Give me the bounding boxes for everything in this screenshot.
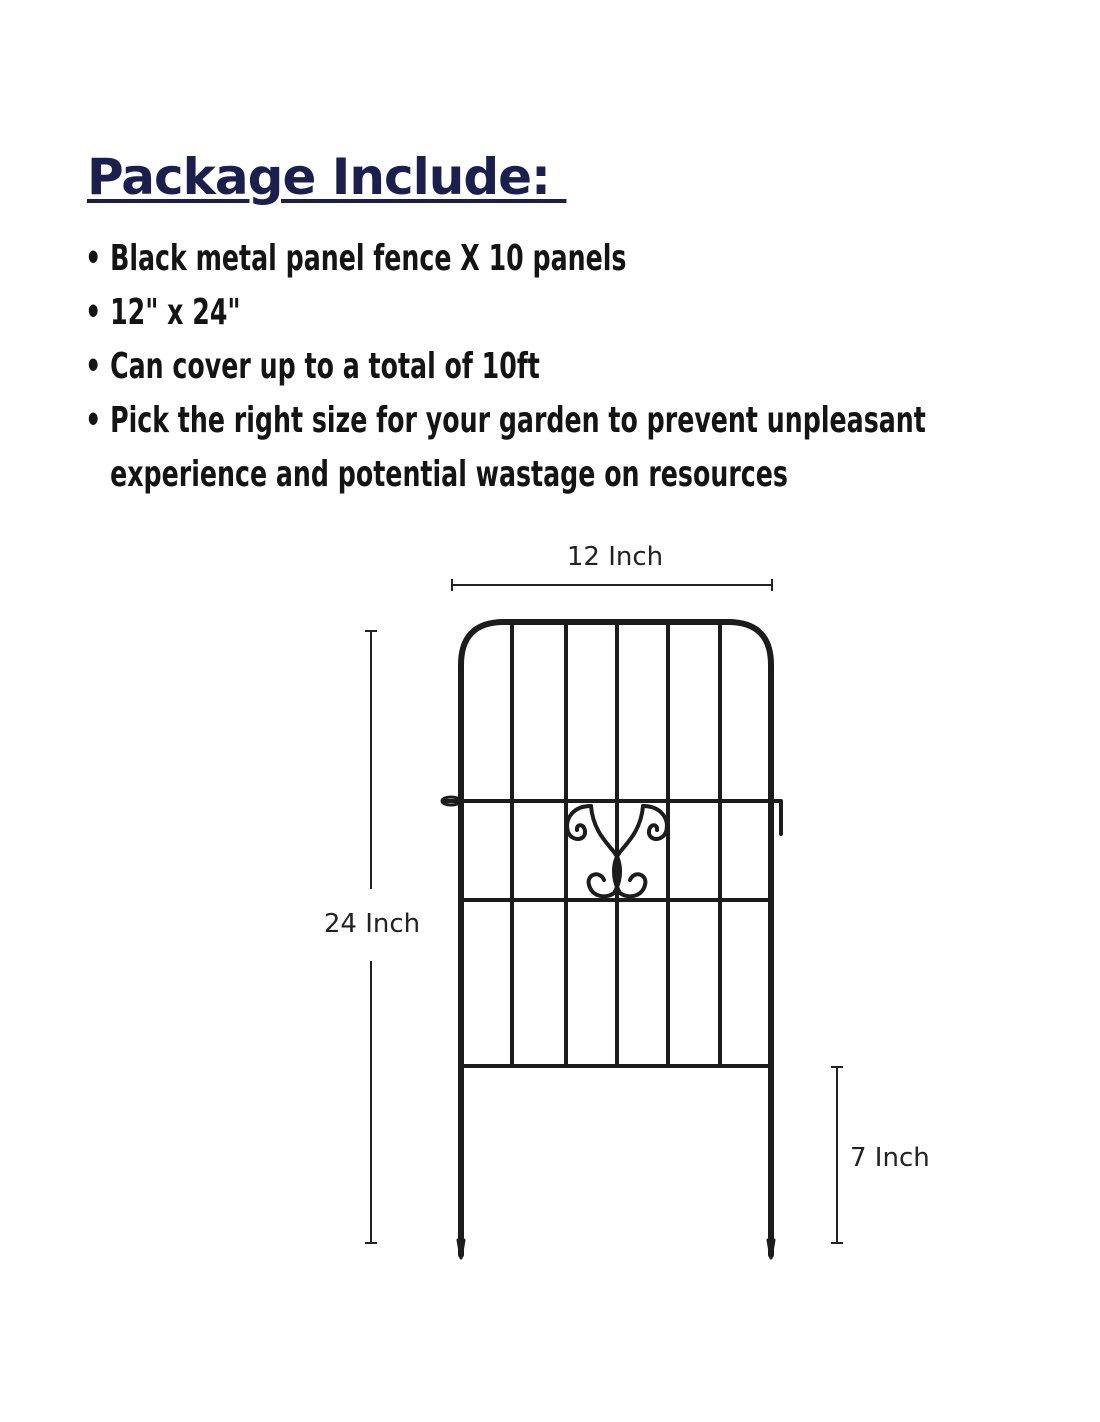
package-item-text: Pick the right size for your garden to p… xyxy=(110,400,926,495)
height-dimension-label: 24 Inch xyxy=(324,909,420,939)
stake-tip-left xyxy=(456,1238,466,1260)
fence-panel xyxy=(440,619,783,1260)
package-item-text: Black metal panel fence X 10 panels xyxy=(110,238,627,279)
bullet-icon: • xyxy=(85,400,102,441)
package-item: • 12" x 24" xyxy=(82,286,1062,340)
stake-dimension xyxy=(831,1066,843,1244)
stake-tip-right xyxy=(766,1238,776,1260)
height-dimension xyxy=(365,630,377,1244)
connector-hook xyxy=(769,799,783,836)
package-title: Package Include: xyxy=(87,148,567,206)
decorative-scroll xyxy=(565,804,669,899)
fence-frame xyxy=(458,619,774,1258)
package-item-text: Can cover up to a total of 10ft xyxy=(110,346,540,387)
stake-dimension-label: 7 Inch xyxy=(850,1143,930,1173)
package-item: • Black metal panel fence X 10 panels xyxy=(82,232,1062,286)
package-item: • Can cover up to a total of 10ft xyxy=(82,340,1062,394)
width-dimension xyxy=(451,579,773,591)
package-items-list: • Black metal panel fence X 10 panels • … xyxy=(82,232,1042,502)
width-dimension-label: 12 Inch xyxy=(567,542,663,572)
bullet-icon: • xyxy=(85,238,102,279)
bullet-icon: • xyxy=(85,346,102,387)
package-item: • Pick the right size for your garden to… xyxy=(82,394,1062,502)
package-item-text: 12" x 24" xyxy=(110,292,241,333)
bullet-icon: • xyxy=(85,292,102,333)
connector-loop xyxy=(440,795,462,807)
